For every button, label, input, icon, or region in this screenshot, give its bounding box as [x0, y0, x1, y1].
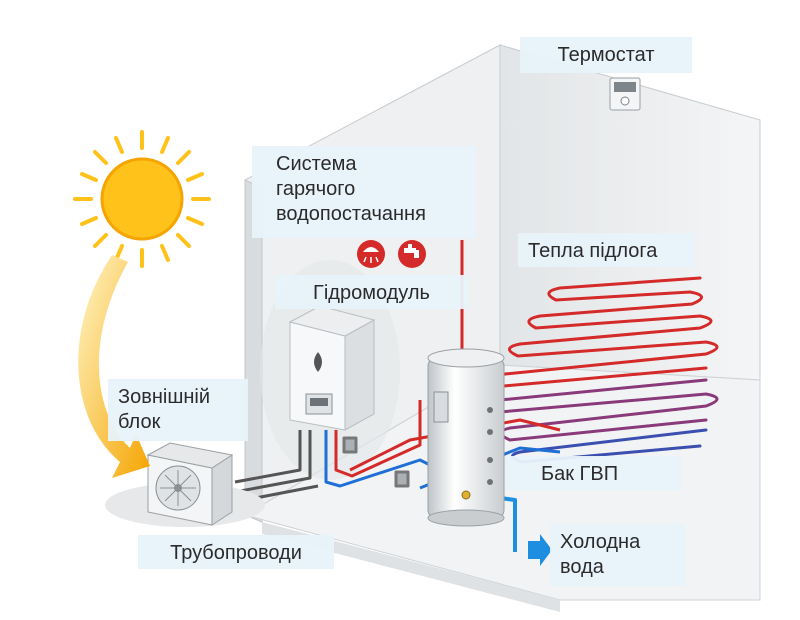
pipelines-label: Трубопроводи	[138, 535, 334, 569]
hydromodule-side	[344, 319, 375, 431]
leaf-logo-icon	[314, 352, 322, 372]
tank-port-2	[487, 429, 493, 435]
hydromodule-label: Гідромодуль	[275, 275, 468, 309]
hot-water-system-label: Система гарячого водопостачання	[252, 146, 476, 238]
outdoor-unit-device	[105, 442, 265, 527]
cold-water-label: Холодна вода	[550, 524, 685, 586]
outdoor-pipe-1	[234, 430, 302, 484]
valve-2	[394, 470, 410, 488]
outdoor-top	[146, 442, 234, 469]
outdoor-pipe-2	[234, 430, 312, 494]
shower-icon	[357, 240, 385, 268]
cold-water-pipe	[499, 496, 517, 552]
floor-slab-edge	[262, 522, 560, 612]
thermostat-label: Термостат	[520, 37, 692, 73]
sun-icon	[73, 130, 211, 268]
thermostat-device-icon	[609, 77, 641, 111]
faucet-icon	[398, 240, 426, 268]
fan-icon	[155, 465, 201, 511]
tank-panel	[433, 391, 449, 423]
floor-loop-red	[493, 276, 719, 388]
tank-valve	[461, 490, 471, 500]
dhw-tank-label: Бак ГВП	[505, 456, 681, 490]
solar-energy-arrow	[78, 255, 150, 478]
hydromodule-screen	[310, 398, 328, 406]
tank-bottom	[427, 509, 505, 527]
tank-top	[427, 348, 505, 368]
tank-port-3	[487, 457, 493, 463]
hydromodule-top	[288, 305, 376, 337]
return-pipe	[324, 430, 441, 488]
tank-port-4	[487, 479, 493, 485]
tank-port-1	[487, 407, 493, 413]
arrow-right-icon	[528, 534, 552, 566]
hydromodule-unit	[288, 305, 376, 431]
valve-1	[342, 436, 358, 454]
dhw-tank-unit	[427, 348, 505, 527]
warm-floor-label: Тепла підлога	[518, 233, 694, 267]
outdoor-unit-label: Зовнішній блок	[108, 379, 248, 441]
hot-supply-pipe	[334, 400, 422, 478]
